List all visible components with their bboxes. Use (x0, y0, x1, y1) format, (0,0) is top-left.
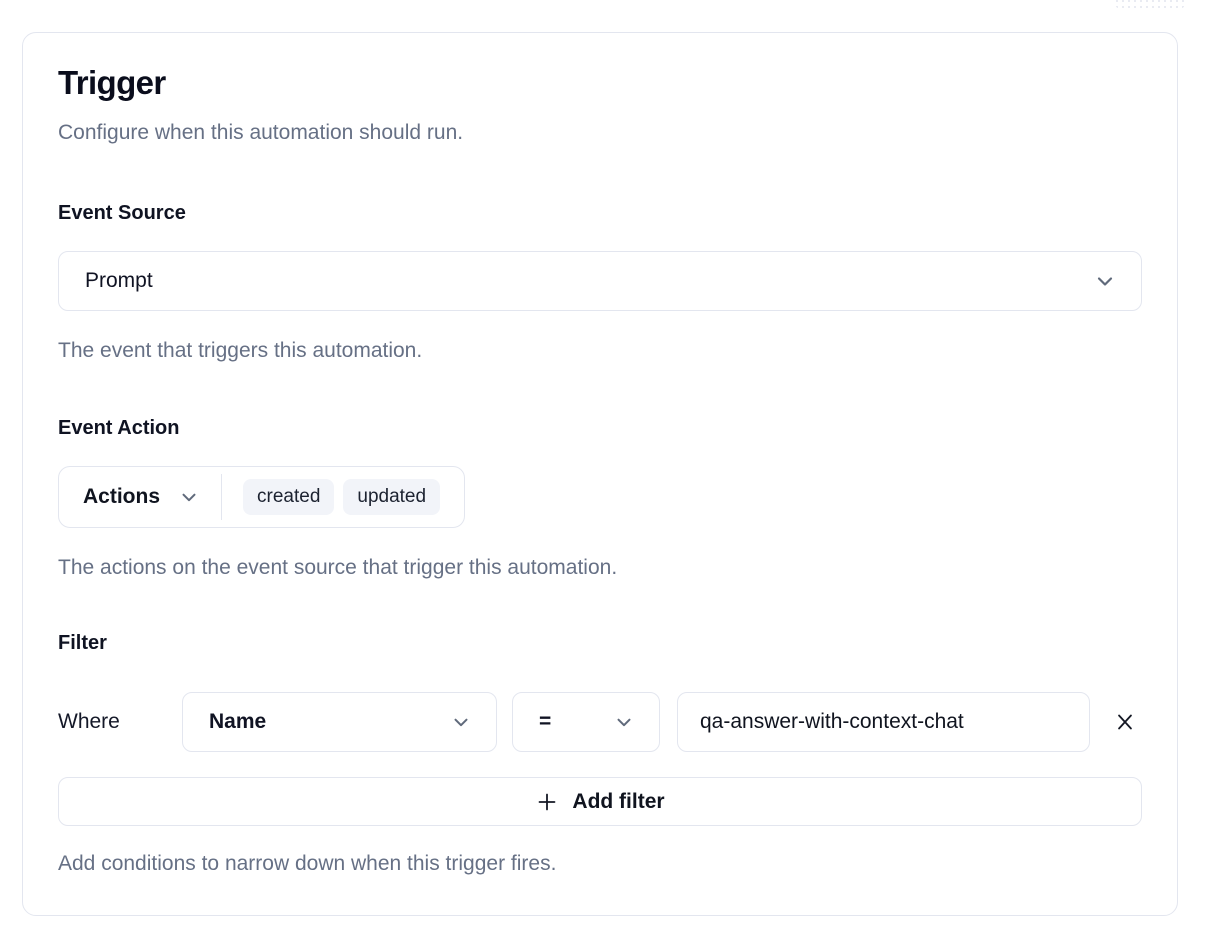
chevron-down-icon (454, 718, 468, 727)
where-label: Where (58, 710, 120, 733)
page-title: Trigger (58, 64, 166, 101)
action-badge-created: created (243, 479, 335, 515)
trigger-card: Trigger Configure when this automation s… (22, 32, 1178, 916)
filter-operator-select[interactable]: = (512, 692, 660, 752)
chevron-down-icon (1097, 277, 1113, 286)
add-filter-button[interactable]: Add filter (58, 777, 1142, 826)
filter-condition-row: Where Name = (58, 692, 1142, 752)
event-source-select[interactable]: Prompt (58, 251, 1142, 311)
event-source-help: The event that triggers this automation. (58, 339, 423, 362)
filter-label: Filter (58, 632, 107, 654)
filter-operator-value: = (539, 710, 552, 733)
event-action-dropdown-label: Actions (83, 485, 161, 508)
page-subtitle: Configure when this automation should ru… (58, 121, 464, 144)
action-badge-updated: updated (343, 479, 441, 515)
event-action-dropdown[interactable]: Actions (83, 485, 200, 509)
plus-icon (539, 793, 556, 810)
chevron-down-icon (617, 718, 631, 727)
partial-element-top-right (1114, 0, 1186, 10)
chevron-down-icon (182, 493, 196, 502)
filter-field-value: Name (209, 710, 267, 733)
divider (221, 474, 223, 520)
event-source-label: Event Source (58, 202, 186, 224)
event-action-help: The actions on the event source that tri… (58, 556, 618, 579)
add-filter-label: Add filter (572, 789, 665, 813)
event-source-value: Prompt (85, 269, 153, 292)
event-action-control: Actions created updated (58, 466, 466, 528)
close-icon (1118, 714, 1132, 730)
remove-filter-button[interactable] (1108, 705, 1142, 739)
filter-help: Add conditions to narrow down when this … (58, 852, 557, 875)
filter-field-select[interactable]: Name (182, 692, 497, 752)
filter-value-input[interactable] (677, 692, 1090, 752)
event-action-label: Event Action (58, 417, 180, 439)
